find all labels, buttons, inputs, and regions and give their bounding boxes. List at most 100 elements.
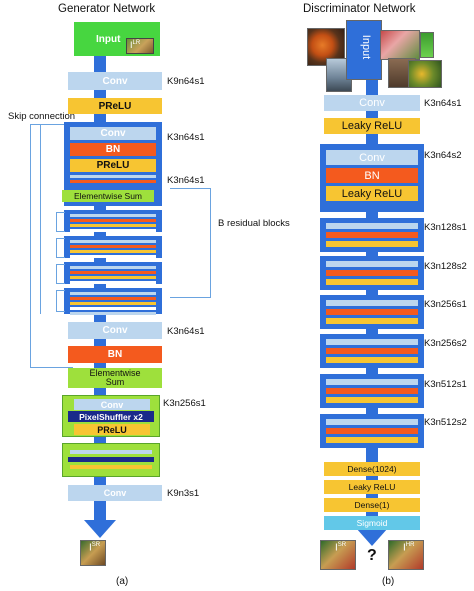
generator-input-lr-image: ILR — [126, 38, 154, 54]
generator-elementwise-sum-2: Elementwise Sum — [68, 368, 162, 388]
generator-upsample-kernel: K3n256s1 — [163, 398, 206, 409]
generator-residual-stripe — [70, 255, 156, 258]
generator-block-skip — [56, 264, 65, 284]
discriminator-block-stripe — [326, 419, 418, 425]
generator-residual-stripe — [70, 245, 156, 248]
generator-upsample-2-stripe — [70, 465, 152, 469]
generator-final-conv: Conv — [68, 485, 162, 501]
generator-output-label: ISR — [89, 542, 101, 554]
generator-upsample-2-stripe — [70, 450, 152, 454]
discriminator-block-stripe — [326, 437, 418, 443]
generator-residual-stripe — [70, 214, 156, 217]
discriminator-block-stripe — [326, 388, 418, 394]
generator-title: Generator Network — [58, 3, 156, 15]
discriminator-block-stripe — [326, 300, 418, 306]
discriminator-block-stripe — [326, 318, 418, 324]
discriminator-kernel-label: K3n256s2 — [424, 338, 467, 349]
discriminator-kernel-label: K3n128s2 — [424, 261, 467, 272]
discriminator-input-image-flowers — [380, 30, 420, 60]
generator-residual-stripe — [70, 266, 156, 269]
generator-block-conv: Conv — [70, 127, 156, 140]
generator-block-stripe — [70, 175, 156, 178]
discriminator-input-label: Input — [360, 34, 372, 60]
discriminator-block-stripe — [326, 357, 418, 363]
generator-prelu-1: PReLU — [68, 98, 162, 114]
discriminator-kernel-label: K3n128s1 — [424, 222, 467, 233]
generator-block-elementwise-sum: Elementwise Sum — [62, 190, 154, 202]
generator-residual-stripe — [70, 297, 156, 300]
discriminator-input-image-parrot — [420, 32, 434, 58]
generator-residual-stripe — [70, 302, 156, 305]
generator-caption: (a) — [116, 576, 129, 587]
generator-block-skip — [56, 290, 65, 312]
generator-residual-stripe — [70, 224, 156, 227]
discriminator-kernel-label: K3n256s1 — [424, 299, 467, 310]
generator-block-prelu: PReLU — [70, 159, 156, 172]
generator-skip-connection-label: Skip connection — [8, 111, 76, 122]
generator-block-skip — [56, 238, 65, 258]
generator-block-kernel-2: K3n64s1 — [167, 175, 205, 186]
discriminator-block-leaky-relu: Leaky ReLU — [326, 186, 418, 201]
generator-residual-stripe — [70, 312, 156, 315]
generator-input-lr-label: ILR — [130, 40, 141, 50]
discriminator-sigmoid: Sigmoid — [324, 516, 420, 530]
generator-skip-connection-line — [30, 124, 73, 368]
discriminator-kernel-label: K3n512s2 — [424, 417, 467, 428]
discriminator-block-stripe — [326, 309, 418, 315]
generator-upsample-prelu: PReLU — [74, 424, 150, 435]
generator-input-label: Input — [96, 33, 121, 45]
discriminator-title: Discriminator Network — [303, 3, 416, 15]
generator-output-image: ISR — [80, 540, 106, 566]
generator-pixel-shuffler: PixelShuffler x2 — [68, 411, 154, 422]
discriminator-block-stripe — [326, 261, 418, 267]
generator-residual-stripe — [70, 219, 156, 222]
generator-upsample-2-stripe — [68, 457, 154, 462]
discriminator-kernel-label: K3n64s2 — [424, 150, 462, 161]
generator-bn-2: BN — [68, 346, 162, 363]
discriminator-block-stripe — [326, 397, 418, 403]
generator-block-stripe — [70, 180, 156, 183]
generator-conv-1-kernel: K9n64s1 — [167, 76, 205, 87]
discriminator-block-stripe — [326, 270, 418, 276]
discriminator-block-stripe — [326, 348, 418, 354]
discriminator-dense-1: Dense(1) — [324, 498, 420, 512]
discriminator-conv-1: Conv — [324, 95, 420, 111]
discriminator-block-stripe — [326, 428, 418, 434]
generator-residual-stripe — [70, 271, 156, 274]
generator-residual-stripe — [70, 292, 156, 295]
discriminator-input-image-center: Input — [346, 20, 382, 80]
discriminator-block-conv: Conv — [326, 150, 418, 165]
discriminator-block-bn: BN — [326, 168, 418, 183]
generator-residual-stripe — [70, 276, 156, 279]
generator-residual-stripe — [70, 307, 156, 310]
generator-residual-stripe — [70, 281, 156, 284]
discriminator-caption: (b) — [382, 576, 395, 587]
discriminator-leaky-relu-2: Leaky ReLU — [324, 480, 420, 494]
generator-block-kernel-1: K3n64s1 — [167, 132, 205, 143]
discriminator-output-hr-image: IHR — [388, 540, 424, 570]
generator-residual-stripe — [70, 229, 156, 232]
discriminator-dense-1024: Dense(1024) — [324, 462, 420, 476]
generator-skip-inner-line — [40, 124, 61, 314]
discriminator-output-hr-label: IHR — [403, 542, 415, 554]
discriminator-output-question: ? — [367, 547, 377, 564]
generator-conv-2: Conv — [68, 322, 162, 339]
generator-residual-stripe — [70, 240, 156, 243]
discriminator-block-stripe — [326, 339, 418, 345]
generator-residual-bracket — [170, 188, 211, 298]
discriminator-block-stripe — [326, 241, 418, 247]
discriminator-input-image-bee — [408, 60, 442, 88]
generator-conv-1: Conv — [68, 72, 162, 90]
generator-conv-2-kernel: K3n64s1 — [167, 326, 205, 337]
discriminator-output-sr-image: ISR — [320, 540, 356, 570]
generator-residual-label: B residual blocks — [218, 218, 290, 229]
discriminator-conv-1-kernel: K3n64s1 — [424, 98, 462, 109]
generator-flow-arrowhead — [84, 520, 116, 538]
discriminator-flow-arrowhead — [356, 528, 388, 546]
generator-final-kernel: K9n3s1 — [167, 488, 200, 499]
discriminator-block-stripe — [326, 379, 418, 385]
discriminator-output-sr-label: ISR — [335, 542, 347, 554]
generator-upsample-conv: Conv — [74, 399, 150, 410]
generator-block-bn: BN — [70, 143, 156, 156]
generator-block-skip — [56, 212, 65, 232]
